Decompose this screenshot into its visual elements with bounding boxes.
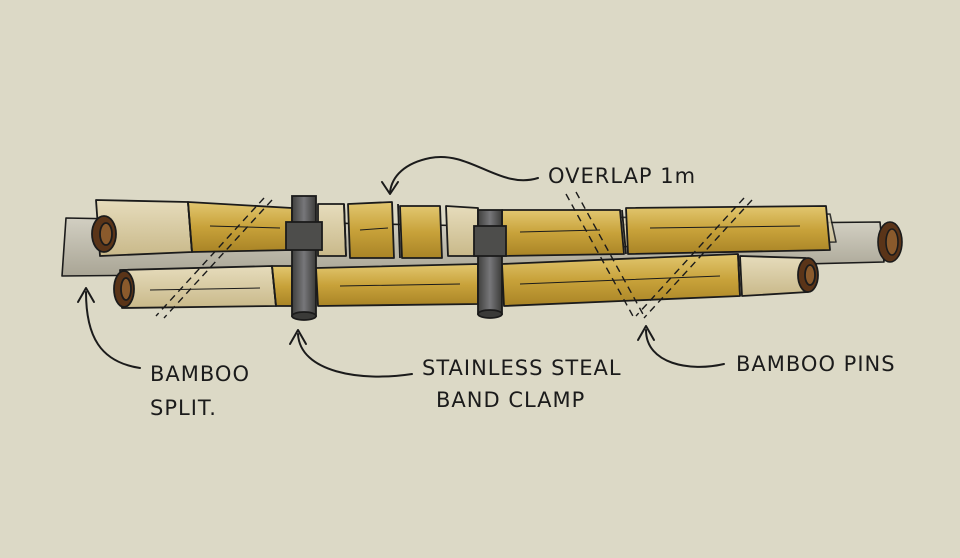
- bamboo-upper-row: [91, 199, 831, 259]
- bamboo-lower-row: [113, 253, 819, 309]
- clamp-arrow-icon: [289, 329, 413, 378]
- clamp-label-line1: STAINLESS STEAL: [422, 356, 622, 380]
- split-arrow-icon: [77, 287, 141, 369]
- bamboo-pins: [155, 191, 753, 319]
- band-clamp-right: [473, 209, 507, 319]
- clamp-label-line2: BAND CLAMP: [436, 388, 586, 412]
- pins-arrow-icon: [637, 325, 725, 368]
- overlap-label: OVERLAP 1m: [548, 164, 697, 188]
- bamboo-split-label-line1: BAMBOO: [150, 362, 250, 386]
- band-clamp-left: [285, 195, 323, 321]
- bamboo-pins-label: BAMBOO PINS: [736, 352, 896, 376]
- bamboo-split-label-line2: SPLIT.: [150, 396, 217, 420]
- overlap-arrow-icon: [381, 155, 539, 195]
